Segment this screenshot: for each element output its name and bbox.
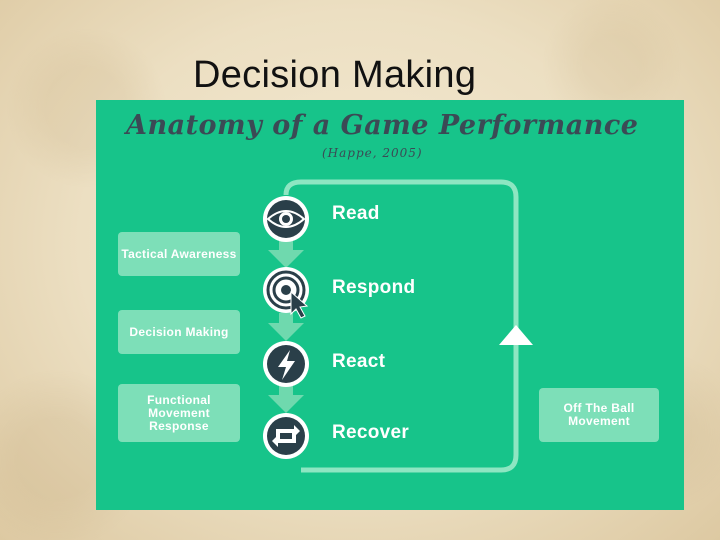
eye-icon	[263, 196, 309, 242]
loop-line	[283, 179, 519, 473]
stage-connectors	[268, 240, 304, 413]
slide-title: Decision Making	[193, 54, 477, 96]
target-cursor-icon	[263, 267, 309, 319]
stage-label-react: React	[332, 351, 386, 372]
diagram-subtitle: (Happe, 2005)	[322, 146, 423, 160]
side-box-tactical-awareness: Tactical Awareness	[118, 232, 240, 276]
side-box-off-the-ball-movement: Off The Ball Movement	[539, 388, 659, 442]
diagram-graphics	[263, 179, 533, 473]
diagram-title: Anatomy of a Game Performance	[126, 110, 639, 141]
side-box-functional-movement-response: Functional Movement Response	[118, 384, 240, 442]
diagram-panel: Anatomy of a Game Performance (Happe, 20…	[96, 100, 684, 510]
stage-label-respond: Respond	[332, 277, 416, 298]
cycle-icon	[263, 413, 309, 459]
lightning-icon	[263, 341, 309, 387]
side-box-decision-making: Decision Making	[118, 310, 240, 354]
loop-arrow	[499, 325, 533, 345]
stage-label-read: Read	[332, 203, 380, 224]
stage-label-recover: Recover	[332, 422, 410, 443]
